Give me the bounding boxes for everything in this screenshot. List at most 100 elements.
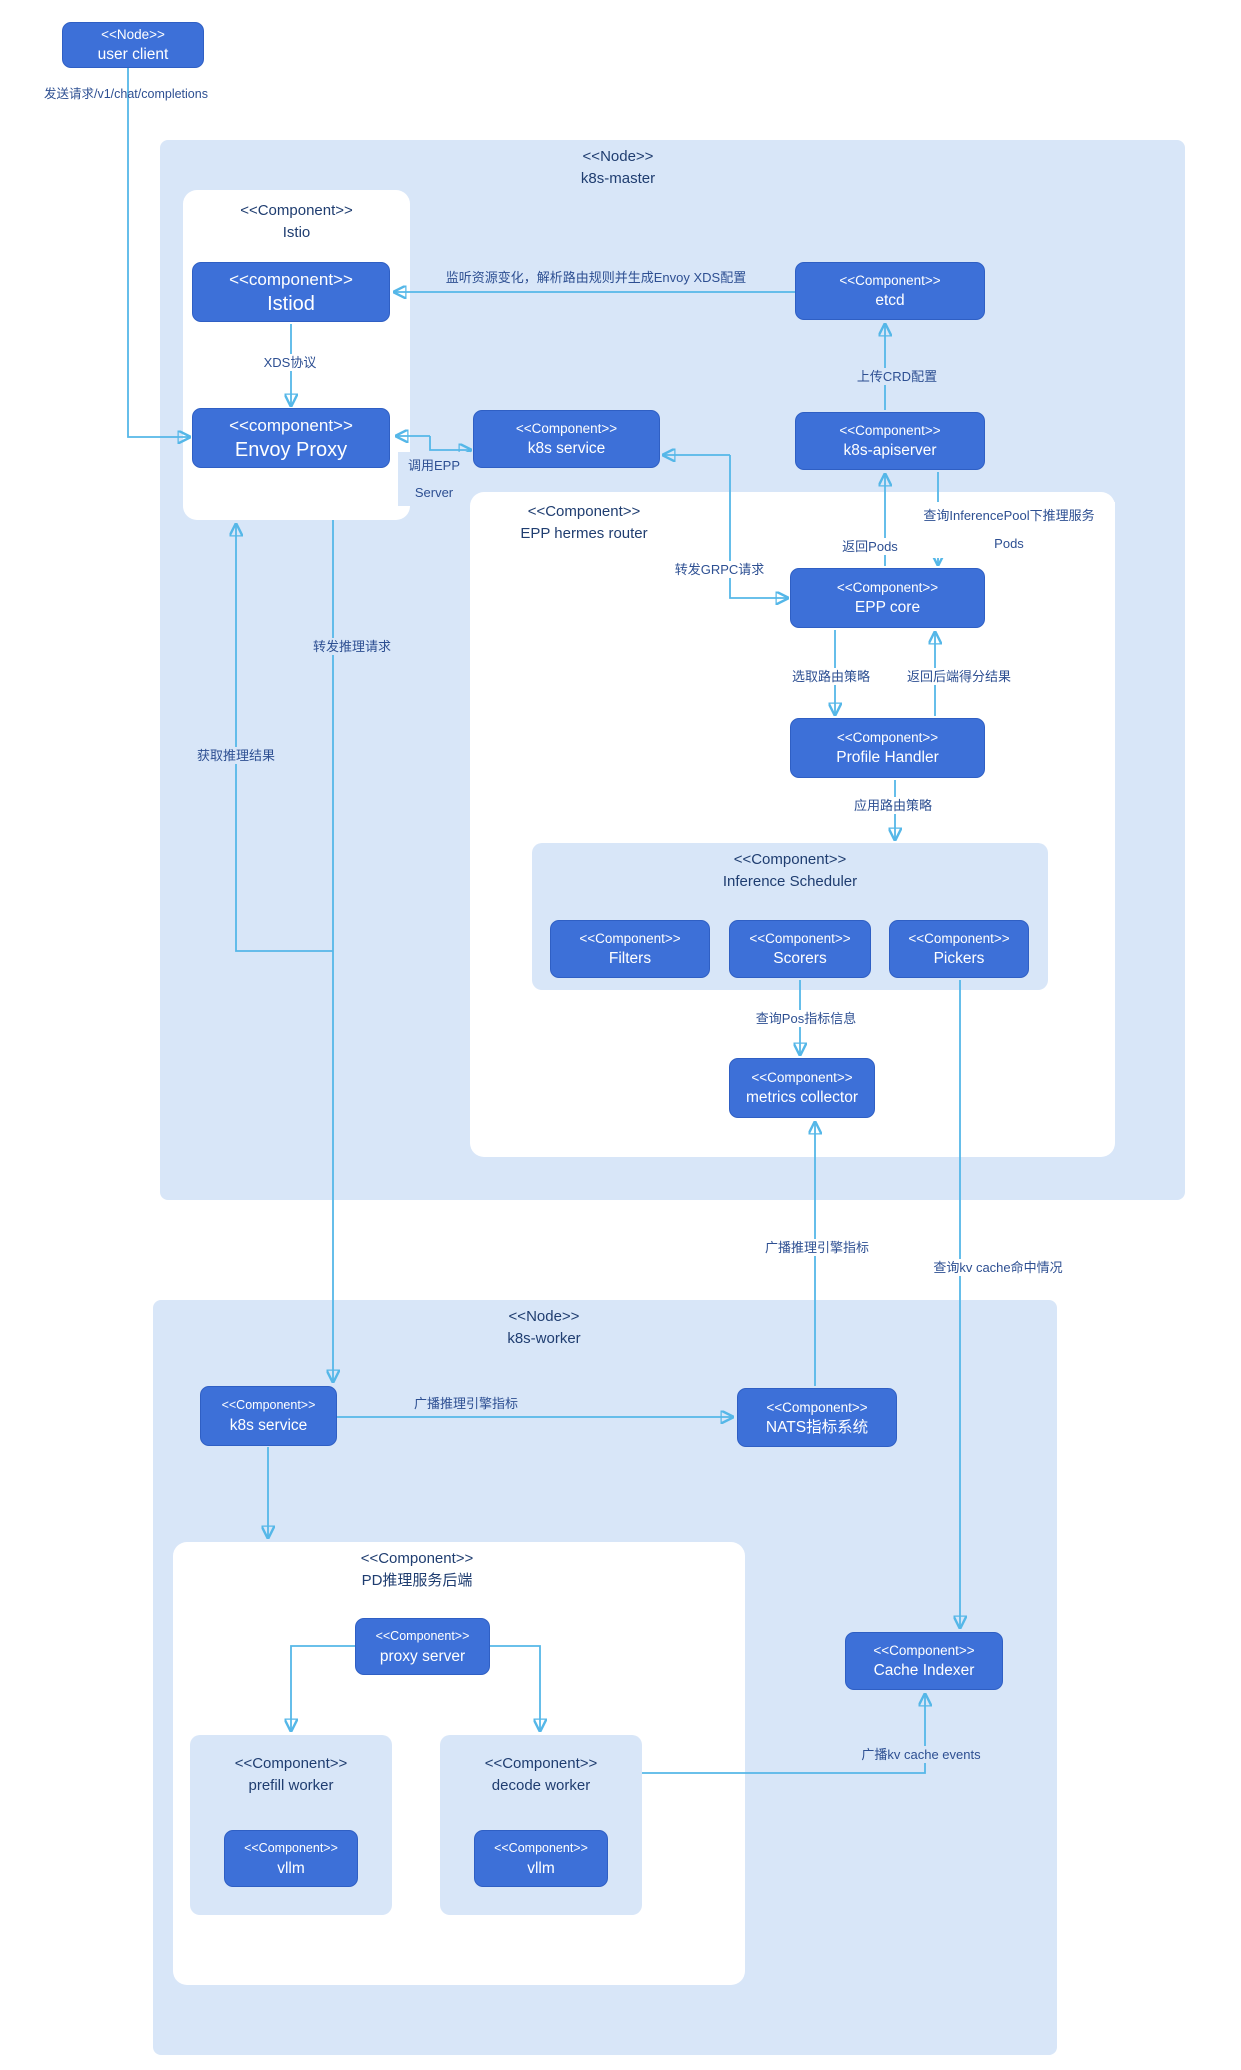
stereotype: <<Node>> [582, 148, 654, 165]
component-name: decode worker [491, 1777, 591, 1794]
edge-label-apply-routing-policy: 应用路由策略 [841, 797, 945, 814]
component-filters: <<Component>> Filters [550, 920, 710, 978]
component-name: etcd [875, 292, 905, 309]
component-name: prefill worker [248, 1777, 334, 1794]
edge-label-xds-protocol: XDS协议 [250, 354, 330, 371]
component-epp-core: <<Component>> EPP core [790, 568, 985, 628]
stereotype: <<Component>> [375, 1628, 470, 1643]
component-envoy-proxy: <<component>> Envoy Proxy [192, 408, 390, 468]
stereotype: <<Component>> [733, 851, 847, 868]
stereotype: <<component>> [229, 269, 353, 289]
stereotype: <<Component>> [234, 1755, 348, 1772]
component-name: EPP hermes router [520, 525, 648, 542]
header-epp-hermes-router: <<Component>> EPP hermes router [470, 501, 698, 545]
edge-label-watch-resources: 监听资源变化，解析路由规则并生成Envoy XDS配置 [445, 270, 747, 285]
stereotype: <<component>> [229, 415, 353, 435]
stereotype: <<Component>> [873, 1643, 975, 1658]
header-prefill-worker: <<Component>> prefill worker [190, 1753, 392, 1797]
header-k8s-worker: <<Node>> k8s-worker [444, 1306, 644, 1350]
stereotype: <<Component>> [515, 421, 618, 436]
header-k8s-master: <<Node>> k8s-master [518, 146, 718, 190]
edge-label-forward-inference-request: 转发推理请求 [301, 638, 403, 655]
component-name: Filters [608, 950, 652, 967]
edge-label-return-pods: 返回Pods [831, 538, 909, 555]
edge-label-line: Server [414, 485, 454, 500]
edge-label-upload-crd: 上传CRD配置 [842, 368, 952, 385]
edge-label-line: 调用EPP [407, 458, 460, 473]
component-name: EPP core [854, 599, 921, 616]
component-pickers: <<Component>> Pickers [889, 920, 1029, 978]
stereotype: <<Component>> [244, 1840, 338, 1855]
component-name: k8s-apiserver [843, 442, 937, 459]
component-name: PD推理服务后端 [361, 1572, 473, 1589]
stereotype: <<Component>> [836, 580, 939, 595]
edge-label-line: Pods [994, 536, 1024, 551]
component-name: k8s service [229, 1417, 308, 1434]
component-istiod: <<component>> Istiod [192, 262, 390, 322]
component-k8s-service-master: <<Component>> k8s service [473, 410, 660, 468]
edge-label-line: 查询InferencePool下推理服务 [923, 508, 1095, 523]
stereotype: <<Component>> [579, 931, 681, 946]
stereotype: <<Component>> [839, 273, 941, 288]
component-name: metrics collector [746, 1089, 858, 1106]
component-name: Envoy Proxy [234, 438, 348, 461]
edge-label-query-inference-pool: 查询InferencePool下推理服务 Pods [903, 502, 1115, 558]
stereotype: <<Component>> [749, 931, 851, 946]
edge-label-forward-grpc: 转发GRPC请求 [662, 561, 777, 578]
stereotype: <<Component>> [221, 1398, 316, 1412]
stereotype: <<Component>> [908, 931, 1010, 946]
component-name: Istio [282, 224, 311, 241]
component-user-client: <<Node>> user client [62, 22, 204, 68]
component-cache-indexer: <<Component>> Cache Indexer [845, 1632, 1003, 1690]
header-istio: <<Component>> Istio [183, 200, 410, 244]
component-name: Cache Indexer [873, 1662, 975, 1679]
edge-label-get-inference-result: 获取推理结果 [185, 747, 287, 764]
component-scorers: <<Component>> Scorers [729, 920, 871, 978]
edge-label-query-pos-metrics: 查询Pos指标信息 [745, 1010, 867, 1027]
header-inference-scheduler: <<Component>> Inference Scheduler [532, 849, 1048, 893]
component-name: Istiod [267, 292, 315, 315]
component-name: vllm [527, 1859, 555, 1877]
stereotype: <<Component>> [836, 730, 939, 745]
edge-label-broadcast-kv-cache-events: 广播kv cache events [846, 1746, 996, 1763]
component-name: user client [97, 46, 169, 63]
component-proxy-server: <<Component>> proxy server [355, 1618, 490, 1675]
component-metrics-collector: <<Component>> metrics collector [729, 1058, 875, 1118]
edge-label-send-request: 发送请求/v1/chat/completions [44, 87, 208, 101]
stereotype: <<Component>> [766, 1399, 868, 1415]
header-pd-backend: <<Component>> PD推理服务后端 [317, 1548, 517, 1592]
header-decode-worker: <<Component>> decode worker [440, 1753, 642, 1797]
stereotype: <<Component>> [839, 423, 941, 438]
component-name: Profile Handler [836, 749, 939, 766]
stereotype: <<Node>> [101, 27, 165, 42]
stereotype: <<Component>> [751, 1070, 853, 1085]
stereotype: <<Component>> [527, 503, 641, 520]
component-name: proxy server [379, 1647, 466, 1665]
component-etcd: <<Component>> etcd [795, 262, 985, 320]
component-name: vllm [277, 1859, 305, 1877]
component-name: Inference Scheduler [722, 873, 858, 890]
component-profile-handler: <<Component>> Profile Handler [790, 718, 985, 778]
component-k8s-apiserver: <<Component>> k8s-apiserver [795, 412, 985, 470]
edge-label-query-kv-cache: 查询kv cache命中情况 [914, 1259, 1082, 1276]
edge-label-broadcast-engine-metrics-horizontal: 广播推理引擎指标 [407, 1395, 525, 1412]
component-vllm-prefill: <<Component>> vllm [224, 1830, 358, 1887]
edge-label-select-routing-policy: 选取路由策略 [779, 668, 883, 685]
node-name: k8s-master [580, 170, 656, 187]
component-name: k8s service [527, 440, 606, 457]
component-nats-metrics-system: <<Component>> NATS指标系统 [737, 1388, 897, 1447]
component-k8s-service-worker: <<Component>> k8s service [200, 1386, 337, 1446]
stereotype: <<Component>> [240, 202, 353, 219]
node-name: k8s-worker [507, 1330, 581, 1347]
edge-label-call-epp: 调用EPP Server [398, 452, 470, 506]
edge-label-broadcast-engine-metrics-vertical: 广播推理引擎指标 [752, 1239, 882, 1256]
edge-label-return-backend-scores: 返回后端得分结果 [903, 668, 1015, 685]
component-name: Pickers [933, 950, 985, 967]
component-name: NATS指标系统 [765, 1418, 869, 1436]
stereotype: <<Component>> [360, 1550, 474, 1567]
component-vllm-decode: <<Component>> vllm [474, 1830, 608, 1887]
stereotype: <<Component>> [494, 1840, 588, 1855]
stereotype: <<Component>> [484, 1755, 598, 1772]
component-name: Scorers [773, 950, 827, 967]
